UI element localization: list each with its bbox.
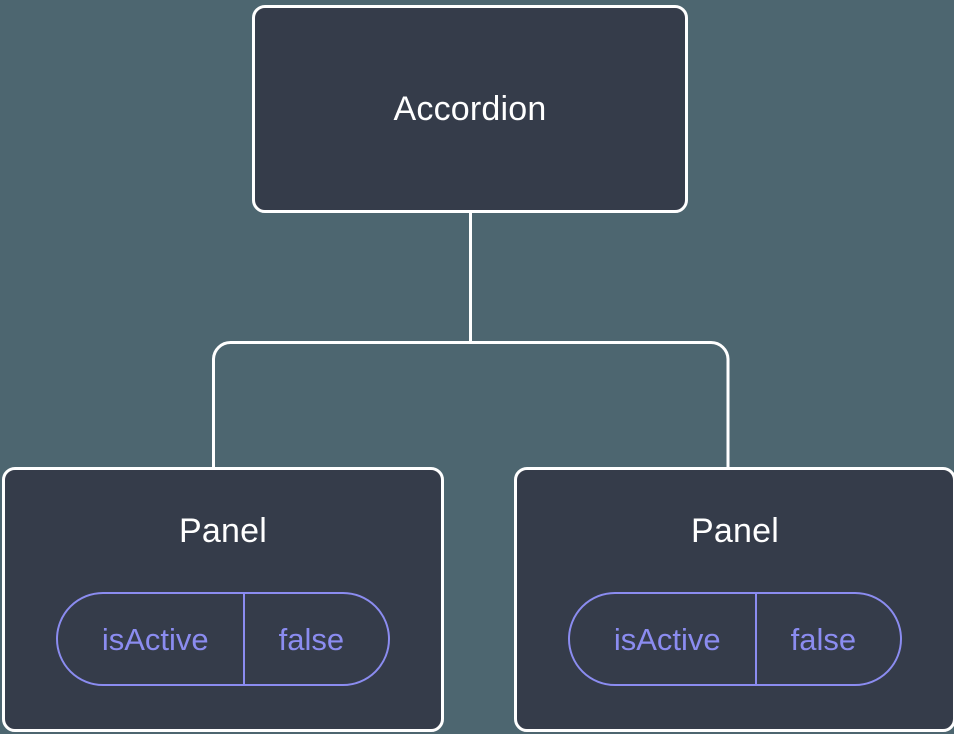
- node-accordion[interactable]: Accordion: [252, 5, 688, 213]
- node-panel-left[interactable]: Panel isActive false: [2, 467, 444, 732]
- edge-branch-bus: [212, 341, 730, 467]
- prop-value-label: false: [754, 594, 900, 684]
- prop-badge-isactive-right[interactable]: isActive false: [567, 592, 903, 686]
- node-panel-left-title: Panel: [179, 512, 267, 550]
- node-accordion-title: Accordion: [393, 90, 547, 128]
- prop-key-label: isActive: [101, 621, 209, 657]
- prop-badge-isactive-left[interactable]: isActive false: [55, 592, 391, 686]
- prop-value-label: false: [242, 594, 388, 684]
- node-panel-right[interactable]: Panel isActive false: [514, 467, 954, 732]
- node-panel-right-title: Panel: [691, 512, 779, 550]
- prop-key-label: isActive: [613, 621, 721, 657]
